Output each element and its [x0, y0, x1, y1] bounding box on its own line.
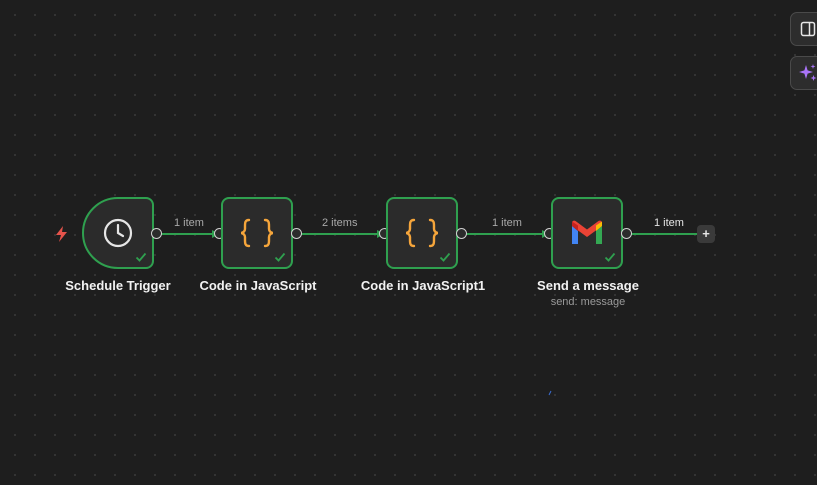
- clock-icon: [102, 217, 134, 249]
- node-send-a-message[interactable]: [551, 197, 623, 269]
- ai-sparkle-icon: [799, 64, 817, 81]
- connection-item-count: 1 item: [174, 217, 204, 229]
- node-label: Schedule Trigger: [65, 278, 171, 293]
- trigger-bolt-icon: [55, 226, 68, 242]
- success-check-icon: [439, 252, 451, 262]
- panel-toggle-icon: [800, 21, 816, 37]
- canvas-artifact: [548, 390, 552, 396]
- node-schedule-trigger[interactable]: [82, 197, 154, 269]
- output-handle[interactable]: [621, 228, 632, 239]
- success-check-icon: [274, 252, 286, 262]
- connection-item-count: 2 items: [322, 217, 358, 229]
- curly-braces-icon: [239, 218, 275, 248]
- node-subtitle: send: message: [550, 296, 626, 308]
- curly-braces-icon: [404, 218, 440, 248]
- connection-item-count: 1 item: [492, 217, 522, 229]
- output-handle[interactable]: [456, 228, 467, 239]
- node-label: Send a message: [537, 278, 639, 293]
- output-handle[interactable]: [291, 228, 302, 239]
- connection-item-count: 1 item: [654, 217, 684, 229]
- add-node-button[interactable]: +: [697, 225, 715, 243]
- node-label: Code in JavaScript1: [360, 278, 486, 293]
- node-code-in-javascript1[interactable]: [386, 197, 458, 269]
- gmail-icon: [570, 220, 604, 246]
- success-check-icon: [135, 252, 147, 262]
- node-code-in-javascript[interactable]: [221, 197, 293, 269]
- success-check-icon: [604, 252, 616, 262]
- ai-assistant-button[interactable]: [790, 56, 817, 90]
- output-handle[interactable]: [151, 228, 162, 239]
- panel-toggle-button[interactable]: [790, 12, 817, 46]
- node-label: Code in JavaScript: [199, 278, 317, 293]
